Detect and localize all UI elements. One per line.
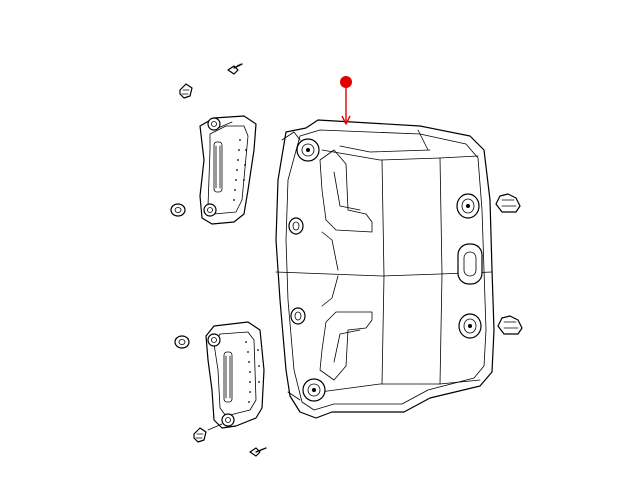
headliner-right-mount-upper (456, 193, 480, 219)
visor-clip-lower[interactable] (174, 335, 190, 349)
visor-stitching-lower (245, 341, 260, 403)
visor-hinge-lower (207, 413, 235, 431)
grab-handle-clip-upper[interactable] (495, 193, 521, 213)
headliner-side-clip-lower (290, 307, 306, 325)
visor-bracket-lower[interactable] (193, 427, 207, 443)
visor-hinge-upper (203, 203, 217, 217)
visor-clip-upper[interactable] (170, 203, 186, 217)
grab-handle-clip-lower[interactable] (497, 315, 523, 335)
dome-lamp-opening[interactable] (457, 243, 483, 285)
headliner-front-left-mount (296, 138, 320, 162)
visor-pivot-lower (207, 333, 221, 347)
sun-visor-upper[interactable] (199, 115, 257, 225)
visor-bracket-upper[interactable] (179, 83, 193, 99)
screw-lower[interactable] (249, 447, 267, 457)
headliner-panel[interactable] (275, 119, 495, 419)
screw-upper[interactable] (227, 63, 243, 75)
headliner-side-clip-upper (288, 217, 304, 235)
callout-marker[interactable] (340, 76, 352, 125)
visor-pivot-upper (207, 117, 233, 131)
headliner-right-mount-lower (458, 313, 482, 339)
headliner-rear-left-mount (302, 378, 326, 402)
visor-stitching-upper (233, 139, 247, 201)
sun-visor-lower[interactable] (205, 321, 265, 429)
